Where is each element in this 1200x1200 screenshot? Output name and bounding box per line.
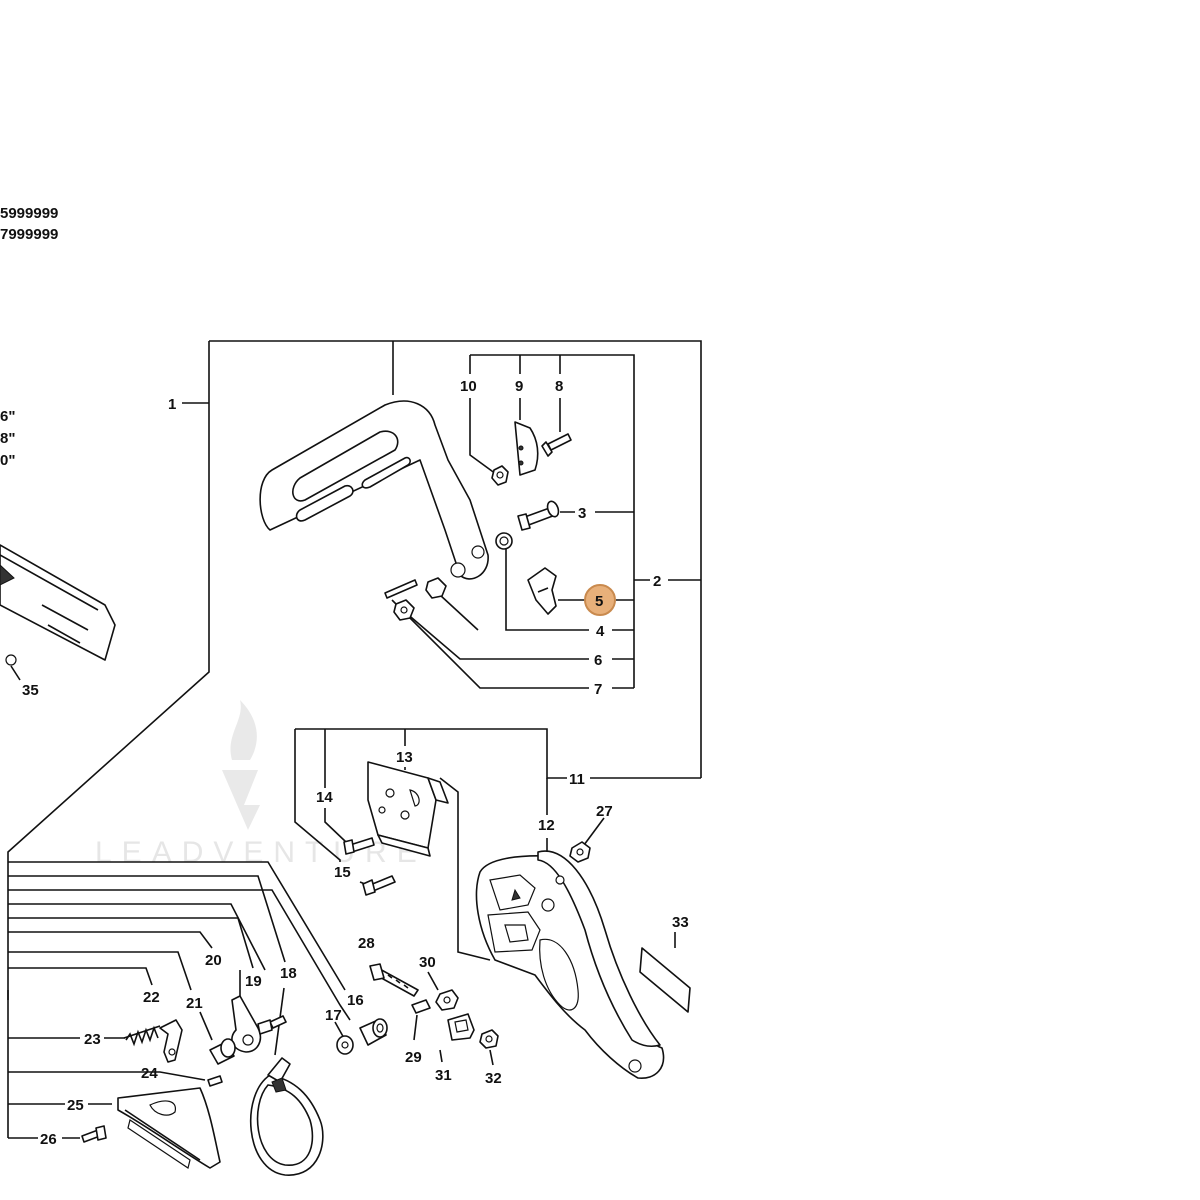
part-28-adjust-screw bbox=[369, 963, 419, 997]
callout-35[interactable]: 35 bbox=[22, 682, 39, 699]
part-23-spring bbox=[123, 1025, 161, 1047]
callout-2[interactable]: 2 bbox=[653, 573, 661, 590]
guide-bar bbox=[0, 544, 116, 681]
bar-sizes: 6" 8" 0" bbox=[0, 408, 15, 469]
callout-1[interactable]: 1 bbox=[168, 396, 176, 413]
part-19-pin bbox=[269, 1015, 287, 1029]
callout-5[interactable]: 5 bbox=[595, 593, 603, 610]
part-22-link bbox=[159, 1019, 183, 1063]
bar-size-2: 8" bbox=[0, 430, 15, 447]
part-24-pin bbox=[207, 1075, 223, 1087]
highlight-marker[interactable] bbox=[584, 584, 616, 616]
callout-3[interactable]: 3 bbox=[578, 505, 586, 522]
part-1-hand-guard bbox=[259, 400, 489, 580]
callout-6[interactable]: 6 bbox=[594, 652, 602, 669]
part-32-nut bbox=[479, 1029, 499, 1049]
header-serials: 5999999 7999999 bbox=[0, 205, 58, 243]
part-30-nut bbox=[435, 989, 459, 1011]
callout-14[interactable]: 14 bbox=[316, 789, 333, 806]
part-7-pin bbox=[384, 579, 418, 599]
part-20-lever bbox=[231, 995, 273, 1053]
callout-13[interactable]: 13 bbox=[396, 749, 413, 766]
callout-4[interactable]: 4 bbox=[596, 623, 605, 640]
callout-23[interactable]: 23 bbox=[84, 1031, 101, 1048]
part-8-screw bbox=[541, 433, 572, 457]
bar-size-1: 6" bbox=[0, 408, 15, 425]
part-13-plate bbox=[367, 761, 449, 857]
part-14-screw bbox=[343, 837, 375, 855]
callout-29[interactable]: 29 bbox=[405, 1049, 422, 1066]
callout-11[interactable]: 11 bbox=[569, 771, 585, 788]
callout-16[interactable]: 16 bbox=[347, 992, 364, 1009]
callout-8[interactable]: 8 bbox=[555, 378, 563, 395]
part-27-nut bbox=[569, 841, 591, 863]
part-29-pin bbox=[411, 999, 431, 1014]
callout-31[interactable]: 31 bbox=[435, 1067, 452, 1084]
callout-20[interactable]: 20 bbox=[205, 952, 222, 969]
part-5-lever bbox=[527, 567, 557, 615]
callout-26[interactable]: 26 bbox=[40, 1131, 57, 1148]
part-35-screw bbox=[5, 654, 17, 666]
part-21-bushing bbox=[209, 1038, 236, 1065]
part-15-screw bbox=[362, 875, 396, 896]
part-16-bushing bbox=[359, 1018, 388, 1046]
callout-labels: 1 2 3 4 5 6 7 8 9 10 11 12 13 14 15 16 1… bbox=[22, 378, 689, 1148]
callout-27[interactable]: 27 bbox=[596, 803, 613, 820]
callout-lines bbox=[7, 340, 702, 1139]
part-26-screw bbox=[81, 1125, 107, 1143]
callout-32[interactable]: 32 bbox=[485, 1070, 502, 1087]
part-33-label bbox=[639, 947, 691, 1013]
part-10-nut bbox=[491, 465, 509, 486]
part-3-shoulder-screw bbox=[517, 500, 560, 531]
part-31-slide bbox=[447, 1013, 475, 1041]
callout-33[interactable]: 33 bbox=[672, 914, 689, 931]
callout-15[interactable]: 15 bbox=[334, 864, 351, 881]
part-4-bushing bbox=[425, 577, 447, 599]
part-12-sprocket-cover bbox=[475, 850, 665, 1079]
callout-9[interactable]: 9 bbox=[515, 378, 523, 395]
part-25-cover bbox=[117, 1087, 221, 1169]
callout-24[interactable]: 24 bbox=[141, 1065, 158, 1082]
part-6-nut bbox=[393, 599, 415, 621]
callout-19[interactable]: 19 bbox=[245, 973, 262, 990]
part-washer bbox=[495, 532, 513, 550]
callout-22[interactable]: 22 bbox=[143, 989, 160, 1006]
callout-17[interactable]: 17 bbox=[325, 1007, 342, 1024]
callout-10[interactable]: 10 bbox=[460, 378, 477, 395]
serial-line-2: 7999999 bbox=[0, 226, 58, 243]
part-17-washer bbox=[336, 1035, 354, 1055]
callout-7[interactable]: 7 bbox=[594, 681, 602, 698]
watermark-logo-icon bbox=[222, 700, 260, 830]
callout-25[interactable]: 25 bbox=[67, 1097, 84, 1114]
part-9-plate bbox=[514, 421, 539, 476]
bar-size-3: 0" bbox=[0, 452, 15, 469]
callout-30[interactable]: 30 bbox=[419, 954, 436, 971]
callout-21[interactable]: 21 bbox=[186, 995, 203, 1012]
callout-12[interactable]: 12 bbox=[538, 817, 555, 834]
callout-18[interactable]: 18 bbox=[280, 965, 297, 982]
part-18-brake-band bbox=[250, 1057, 324, 1176]
serial-line-1: 5999999 bbox=[0, 205, 58, 222]
watermark-text: LEADVENTURE bbox=[95, 836, 427, 869]
callout-28[interactable]: 28 bbox=[358, 935, 375, 952]
